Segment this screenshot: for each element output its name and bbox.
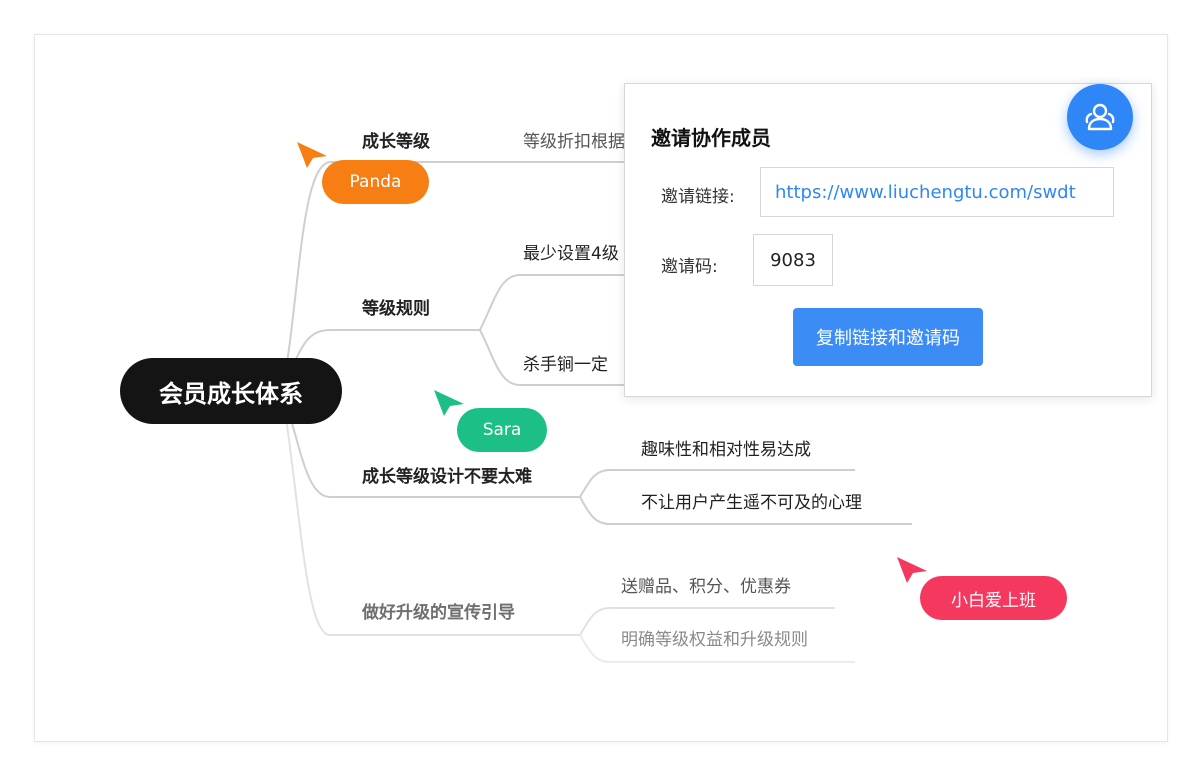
connector-branch-1 [281, 161, 625, 393]
cursor-arrow-icon-panda [297, 142, 327, 168]
invite-link-label: 邀请链接: [661, 187, 735, 207]
connector-design-1 [579, 469, 855, 498]
node-clear-benefits[interactable]: 明确等级权益和升级规则 [621, 630, 808, 650]
collaborator-tag-panda: Panda [322, 160, 429, 204]
collaborator-tag-sara: Sara [457, 408, 547, 452]
node-gifts-points-coupons[interactable]: 送赠品、积分、优惠券 [621, 577, 791, 597]
branch-promotion-guide[interactable]: 做好升级的宣传引导 [362, 603, 515, 623]
branch-design-not-hard[interactable]: 成长等级设计不要太难 [362, 467, 532, 487]
branch-level-rules[interactable]: 等级规则 [362, 299, 430, 319]
connector-promo-1 [579, 607, 835, 636]
connector-design-2 [579, 496, 912, 525]
invite-code-field[interactable]: 9083 [753, 234, 833, 286]
copy-link-and-code-button[interactable]: 复制链接和邀请码 [793, 308, 983, 366]
cursor-arrow-icon-xiaobai [897, 557, 927, 583]
node-not-unreachable[interactable]: 不让用户产生遥不可及的心理 [641, 493, 862, 513]
users-icon [1085, 103, 1115, 131]
node-level-discount[interactable]: 等级折扣根据 [523, 132, 625, 152]
connector-rule-2 [479, 329, 625, 386]
connector-promo-2 [579, 634, 855, 663]
node-killer-move[interactable]: 杀手锏一定 [523, 355, 608, 375]
dialog-title: 邀请协作成员 [651, 126, 771, 150]
cursor-arrow-icon-sara [434, 390, 464, 416]
collaborators-button[interactable] [1067, 84, 1133, 150]
branch-growth-level[interactable]: 成长等级 [362, 132, 430, 152]
invite-link-field[interactable]: https://www.liuchengtu.com/swdt [760, 167, 1114, 217]
invite-collaborators-dialog: 邀请协作成员 邀请链接: https://www.liuchengtu.com/… [624, 83, 1152, 397]
connector-branch-4 [281, 391, 580, 636]
invite-code-label: 邀请码: [661, 257, 718, 277]
mindmap-root-node[interactable]: 会员成长体系 [120, 358, 342, 424]
node-fun-achievable[interactable]: 趣味性和相对性易达成 [641, 440, 811, 460]
collaborator-tag-xiaobai: 小白爱上班 [920, 576, 1067, 620]
node-min-levels[interactable]: 最少设置4级 [523, 244, 619, 264]
connector-rule-1 [479, 274, 625, 331]
